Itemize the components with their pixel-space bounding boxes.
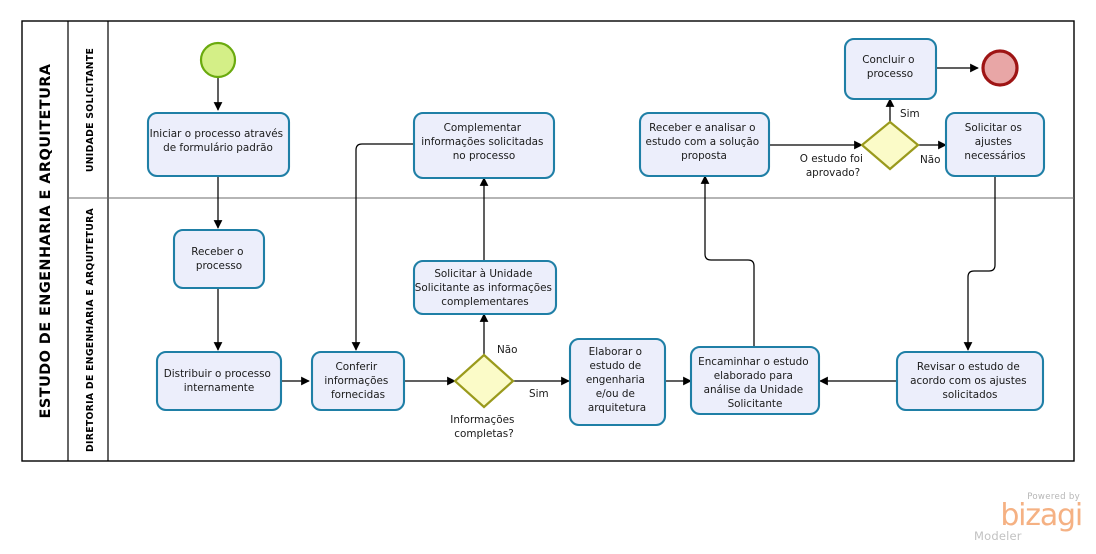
question-line: completas?: [454, 428, 513, 440]
svg-text:Receber o processo: Receber o processo: [191, 246, 246, 272]
svg-text:Complementar informaçõ: Complementar informações solicitadas no …: [421, 122, 547, 162]
bizagi-product-label: Modeler: [974, 529, 1022, 543]
task-line: complementares: [441, 296, 528, 308]
svg-text:Distribuir o processo: Distribuir o processo internamente: [164, 368, 274, 394]
task-line: Encaminhar o estudo: [698, 356, 808, 368]
task-line: acordo com os ajustes: [910, 375, 1026, 387]
task-conferir-informacoes[interactable]: Conferir informações fornecidas: [310, 350, 406, 412]
task-line: processo: [867, 68, 913, 80]
task-line: Iniciar o processo através: [150, 128, 283, 140]
svg-text:Concluir o processo: Concluir o processo: [862, 54, 918, 80]
task-concluir-processo[interactable]: Concluir o processo: [843, 37, 938, 101]
gateway-question-estudo: O estudo foi aprovado?: [800, 153, 866, 179]
flow-label-nao-estudo: Não: [920, 154, 941, 166]
svg-text:Solicitar à Unidade So: Solicitar à Unidade Solicitante as infor…: [415, 268, 555, 308]
powered-by-label: Powered by: [1027, 492, 1080, 502]
start-event[interactable]: [199, 41, 237, 79]
end-event[interactable]: [981, 49, 1019, 87]
task-line: Distribuir o processo: [164, 368, 271, 380]
task-line: Solicitar à Unidade: [434, 268, 532, 280]
task-line: engenharia: [586, 374, 645, 386]
task-line: proposta: [681, 150, 727, 162]
task-encaminhar-estudo[interactable]: Encaminhar o estudo elaborado para análi…: [689, 345, 821, 416]
task-line: Elaborar o: [589, 346, 642, 358]
flow-labels: Não Sim Informações completas? Sim Não O…: [450, 108, 940, 440]
task-line: Receber e analisar o: [649, 122, 755, 134]
task-line: processo: [196, 260, 242, 272]
task-line: ajustes: [975, 136, 1012, 148]
task-line: e/ou de: [596, 388, 635, 400]
task-line: Revisar o estudo de: [917, 361, 1020, 373]
gateway-question-informacoes: Informações completas?: [450, 414, 517, 440]
flow-solicitar-ajustes-to-revisar: [963, 176, 996, 351]
question-line: O estudo foi: [800, 153, 863, 165]
flow-label-nao-info: Não: [497, 344, 518, 356]
task-distribuir-processo[interactable]: Distribuir o processo internamente: [155, 350, 283, 412]
task-line: Complementar: [444, 122, 522, 134]
flow-complementar-to-conferir: [351, 143, 414, 351]
flow-encaminhar-to-receber-analisar: [700, 175, 755, 347]
task-receber-analisar-estudo[interactable]: Receber e analisar o estudo com a soluçã…: [638, 111, 771, 178]
task-line: de formulário padrão: [163, 142, 273, 154]
flow-label-sim-info: Sim: [529, 388, 549, 400]
bizagi-wordmark: bizagi: [1000, 498, 1083, 533]
task-line: Solicitante as informações: [415, 282, 552, 294]
task-line: necessários: [964, 150, 1025, 162]
task-revisar-estudo[interactable]: Revisar o estudo de acordo com os ajuste…: [895, 350, 1045, 412]
task-line: estudo de: [589, 360, 641, 372]
task-solicitar-ajustes[interactable]: Solicitar os ajustes necessários: [944, 111, 1046, 178]
question-line: aprovado?: [806, 167, 860, 179]
task-line: elaborado para: [714, 370, 793, 382]
task-line: estudo com a solução: [646, 136, 760, 148]
task-line: internamente: [184, 382, 255, 394]
task-line: fornecidas: [331, 389, 385, 401]
svg-text:Iniciar o processo através: Iniciar o processo através de formulário…: [150, 128, 287, 154]
task-line: Solicitante: [728, 398, 783, 410]
task-solicitar-unidade-informacoes[interactable]: Solicitar à Unidade Solicitante as infor…: [412, 259, 558, 316]
task-line: Solicitar os: [965, 122, 1022, 134]
task-line: Receber o: [191, 246, 243, 258]
svg-text:Receber e analisar o e: Receber e analisar o estudo com a soluçã…: [646, 122, 763, 162]
task-line: Concluir o: [862, 54, 914, 66]
task-line: informações: [324, 375, 388, 387]
lane-title-diretoria: DIRETORIA DE ENGENHARIA E ARQUITETURA: [85, 207, 96, 452]
sequence-flows: [213, 63, 996, 386]
task-line: análise da Unidade: [704, 384, 804, 396]
svg-text:Elaborar o estudo de: Elaborar o estudo de engenharia e/ou de …: [586, 346, 648, 414]
question-line: Informações: [450, 414, 514, 426]
flow-label-sim-estudo: Sim: [900, 108, 920, 120]
task-line: informações solicitadas: [421, 136, 543, 148]
task-complementar-informacoes[interactable]: Complementar informações solicitadas no …: [412, 111, 556, 180]
task-line: solicitados: [943, 389, 998, 401]
gateway-informacoes-completas[interactable]: [453, 353, 515, 409]
lane-title-solicitante: UNIDADE SOLICITANTE: [85, 48, 96, 172]
svg-text:Revisar o estudo de ac: Revisar o estudo de acordo com os ajuste…: [910, 361, 1030, 401]
gateway-estudo-aprovado[interactable]: [860, 120, 920, 171]
task-iniciar-processo[interactable]: Iniciar o processo através de formulário…: [146, 111, 291, 178]
svg-text:Solicitar os ajustes: Solicitar os ajustes necessários: [964, 122, 1025, 162]
task-line: Conferir: [336, 361, 378, 373]
bizagi-branding: Powered by bizagi Modeler: [970, 492, 1083, 543]
task-line: no processo: [453, 150, 516, 162]
svg-text:Conferir informações: Conferir informações fornecidas: [324, 361, 391, 401]
pool-title: ESTUDO DE ENGENHARIA E ARQUITETURA: [38, 63, 54, 418]
task-receber-processo[interactable]: Receber o processo: [172, 228, 266, 290]
svg-text:Encaminhar o estudo el: Encaminhar o estudo elaborado para análi…: [698, 356, 812, 410]
task-line: arquitetura: [588, 402, 646, 414]
task-elaborar-estudo[interactable]: Elaborar o estudo de engenharia e/ou de …: [568, 337, 667, 427]
